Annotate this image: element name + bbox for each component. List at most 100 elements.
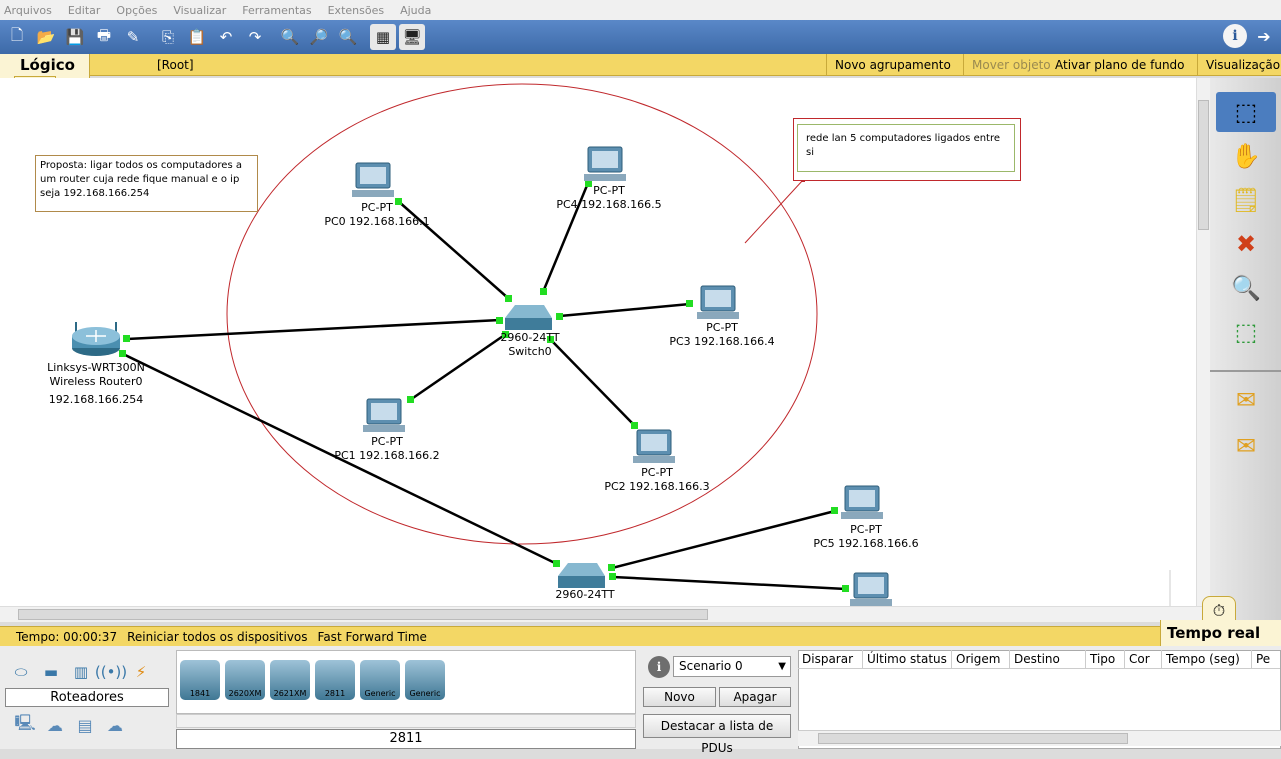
redo-icon[interactable]: ↷ <box>248 28 262 46</box>
scenario-info-icon[interactable]: i <box>648 656 670 678</box>
scenario-select[interactable]: Scenario 0 ▼ <box>673 656 791 677</box>
switch0-icon[interactable] <box>505 305 552 330</box>
connections-category-icon[interactable]: ⚡ <box>135 663 147 681</box>
pc6-icon[interactable] <box>850 572 892 606</box>
wan-emulation-category-icon[interactable]: ☁ <box>47 715 63 735</box>
root-breadcrumb[interactable]: [Root] <box>157 58 194 72</box>
wireless-category-icon[interactable]: ((•)) <box>94 663 128 681</box>
logical-tab[interactable]: Lógico <box>0 54 90 78</box>
col-source[interactable]: Origem <box>952 650 1010 668</box>
reset-devices-button[interactable]: Reiniciar todos os dispositivos <box>127 629 308 644</box>
link-switch0-pc2 <box>549 338 636 427</box>
menu-edit[interactable]: Editar <box>67 3 101 17</box>
col-periodic[interactable]: Pe <box>1256 652 1271 666</box>
hubs-category-icon[interactable]: ▥ <box>73 663 89 681</box>
set-background-button[interactable]: Ativar plano de fundo <box>1055 58 1185 72</box>
common-tools-panel: ⬚ ✋ 🗒 ✖ 🔍 ⬚ ✉ ✉ <box>1210 78 1281 622</box>
device-category-row: ⬭ ▬ ▥ ((•)) ⚡ <box>6 652 171 692</box>
network-info-arrow-icon[interactable]: ➔ <box>1257 26 1271 46</box>
sim-time: Tempo: 00:00:37 <box>16 629 118 644</box>
resize-shape-icon[interactable]: ⬚ <box>1234 318 1258 346</box>
routers-category-icon[interactable]: ⬭ <box>14 663 28 681</box>
new-scenario-button[interactable]: Novo <box>643 687 716 707</box>
router-model-generic-2[interactable]: Generic <box>405 660 445 700</box>
viewport-button[interactable]: Visualização <box>1197 54 1281 76</box>
menu-file[interactable]: Arquivos <box>4 3 52 17</box>
canvas-vertical-scrollbar[interactable] <box>1196 78 1210 606</box>
pc0-icon[interactable] <box>352 162 394 197</box>
link-pc1-switch0 <box>409 332 507 402</box>
zoom-reset-icon[interactable]: 🔎 <box>309 28 329 46</box>
palette-icon[interactable]: ▦ <box>370 24 396 50</box>
pc1-icon[interactable] <box>363 398 405 432</box>
col-type[interactable]: Tipo <box>1086 650 1125 668</box>
pc4-icon[interactable] <box>584 146 626 181</box>
pc4-label: PC4 192.168.166.5 <box>556 198 661 211</box>
switch1-icon[interactable] <box>558 563 605 588</box>
menu-tools[interactable]: Ferramentas <box>242 3 312 17</box>
custom-device-icon[interactable]: 🖥 <box>399 24 425 50</box>
router-model-generic-1[interactable]: Generic <box>360 660 400 700</box>
router-model-1841[interactable]: 1841 <box>180 660 220 700</box>
menu-options[interactable]: Opções <box>116 3 158 17</box>
delete-icon[interactable]: ✖ <box>1235 230 1257 258</box>
menu-help[interactable]: Ajuda <box>400 3 432 17</box>
link-switch1-pc5 <box>611 509 836 570</box>
inspect-icon[interactable]: 🔍 <box>1231 274 1261 302</box>
undo-icon[interactable]: ↶ <box>219 28 233 46</box>
realtime-bar: Tempo: 00:00:37 Reiniciar todos os dispo… <box>0 626 1281 646</box>
col-time[interactable]: Tempo (seg) <box>1162 650 1252 668</box>
end-devices-category-icon[interactable]: 🖳 <box>14 712 36 732</box>
move-layout-hand-icon[interactable]: ✋ <box>1231 142 1261 170</box>
zoom-out-icon[interactable]: 🔍 <box>338 28 358 46</box>
scenario-select-value: Scenario 0 <box>679 659 743 673</box>
realtime-tab[interactable]: Tempo real <box>1160 620 1281 646</box>
topology-canvas[interactable]: Linksys-WRT300N Wireless Router0 192.168… <box>0 78 1196 606</box>
custom-devices-category-icon[interactable]: ▤ <box>77 715 93 735</box>
pc5-icon[interactable] <box>841 485 883 519</box>
print-icon[interactable]: 🖶 <box>96 25 112 44</box>
pc5-label: PC5 192.168.166.6 <box>813 537 918 550</box>
router-label: Linksys-WRT300N <box>47 361 145 374</box>
lan-note[interactable]: rede lan 5 computadores ligados entre si <box>797 124 1015 172</box>
multiuser-category-icon[interactable]: ☁ <box>107 715 123 735</box>
toggle-pdu-list-button[interactable]: Destacar a lista de PDUs <box>643 714 791 755</box>
col-fire[interactable]: Disparar <box>798 650 863 668</box>
canvas-horizontal-scrollbar[interactable] <box>0 606 1210 622</box>
switches-category-icon[interactable]: ▬ <box>43 663 59 681</box>
select-tool-icon[interactable]: ⬚ <box>1216 92 1276 132</box>
activity-wizard-icon[interactable]: ✎ <box>126 28 140 46</box>
menu-extensions[interactable]: Extensões <box>327 3 385 17</box>
pc2-icon[interactable] <box>633 429 675 463</box>
col-color[interactable]: Cor <box>1125 650 1162 668</box>
new-file-icon[interactable]: 🗋 <box>10 25 24 44</box>
router-model-2621xm[interactable]: 2621XM <box>270 660 310 700</box>
pc3-type-label: PC-PT <box>706 321 738 334</box>
info-icon[interactable]: i <box>1223 24 1247 48</box>
menu-view[interactable]: Visualizar <box>173 3 227 17</box>
copy-icon[interactable]: ⎘ <box>161 28 174 46</box>
paste-icon[interactable]: 📋 <box>187 28 207 46</box>
save-icon[interactable]: 💾 <box>65 28 85 46</box>
device-list-scrollbar[interactable] <box>176 714 636 728</box>
chevron-down-icon: ▼ <box>778 661 786 672</box>
add-complex-pdu-icon[interactable]: ✉ <box>1235 432 1257 460</box>
delete-scenario-button[interactable]: Apagar <box>719 687 791 707</box>
place-note-icon[interactable]: 🗒 <box>1230 186 1262 214</box>
proposal-note[interactable]: Proposta: ligar todos os computadores a … <box>35 155 258 212</box>
pdu-list-scrollbar[interactable] <box>798 730 1281 746</box>
router-model-2620xm[interactable]: 2620XM <box>225 660 265 700</box>
fast-forward-button[interactable]: Fast Forward Time <box>317 629 427 644</box>
add-simple-pdu-icon[interactable]: ✉ <box>1235 386 1257 414</box>
open-folder-icon[interactable]: 📂 <box>36 28 56 46</box>
lan-note-frame: rede lan 5 computadores ligados entre si <box>793 118 1021 181</box>
router-models-row: 1841 2620XM 2621XM 2811 Generic Generic <box>180 660 450 700</box>
col-destination[interactable]: Destino <box>1010 650 1086 668</box>
new-cluster-button[interactable]: Novo agrupamento <box>826 54 959 76</box>
col-last-status[interactable]: Último status <box>863 650 952 668</box>
pc3-icon[interactable] <box>697 285 739 319</box>
link-router-switch1 <box>122 352 558 566</box>
zoom-in-icon[interactable]: 🔍 <box>280 28 300 46</box>
router-model-2811[interactable]: 2811 <box>315 660 355 700</box>
wireless-router-icon[interactable] <box>72 322 120 356</box>
